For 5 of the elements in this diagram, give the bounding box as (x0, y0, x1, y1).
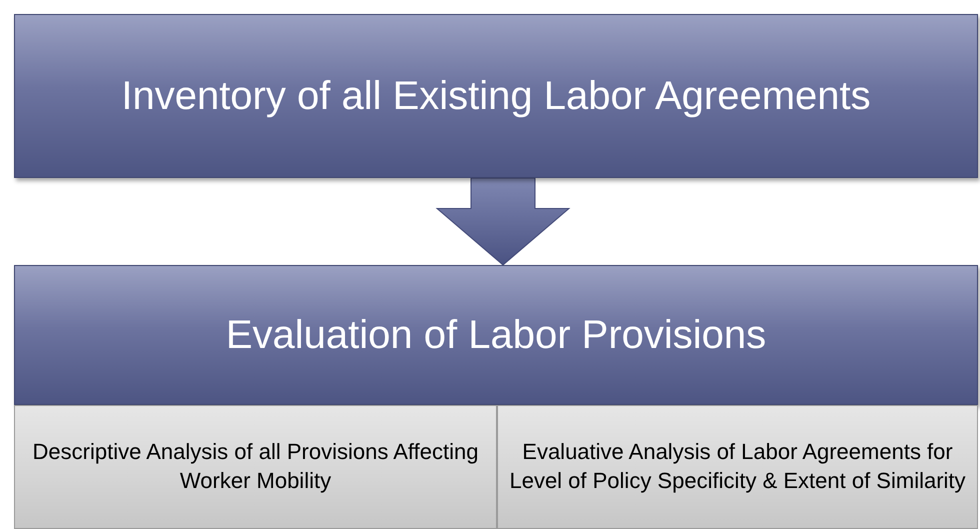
analysis-box: Descriptive Analysis of all Provisions Affecting Worker Mobility (14, 405, 497, 529)
heading-band: Evaluation of Labor Provisions (14, 265, 978, 405)
analysis-box: Evaluative Analysis of Labor Agreements for Level of Policy Specificity & Extent of Similarity (497, 405, 978, 529)
heading-band: Inventory of all Existing Labor Agreements (14, 14, 978, 178)
block-arrow (436, 178, 570, 266)
